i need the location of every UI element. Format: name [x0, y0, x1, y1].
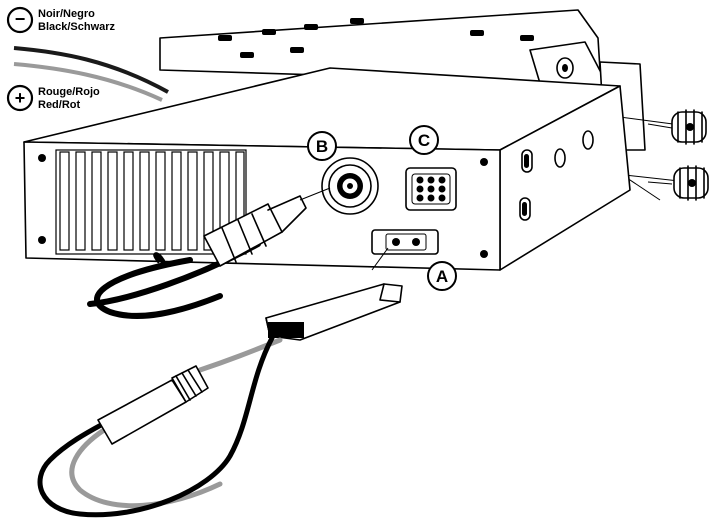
mounting-knob-lower [647, 165, 709, 201]
svg-text:B: B [316, 137, 328, 156]
bracket-slots [218, 18, 534, 58]
legend-negative: − Noir/Negro Black/Schwarz [6, 6, 169, 102]
antenna-cable [87, 187, 331, 320]
power-cable [37, 247, 403, 518]
panel-screws [38, 154, 488, 258]
minus-icon [6, 6, 34, 34]
legend-positive-line1: Rouge/Rojo [38, 86, 100, 98]
callout-b: B [307, 131, 337, 161]
plus-symbol: + [15, 88, 26, 108]
legend-positive-line2: Red/Rot [38, 99, 81, 111]
minus-symbol: − [15, 9, 26, 29]
legend: − Noir/Negro Black/Schwarz + Rouge/Rojo … [6, 6, 169, 112]
callout-c: C [409, 125, 439, 155]
legend-negative-line1: Noir/Negro [38, 8, 95, 20]
radio-unit [23, 67, 631, 271]
antenna-connector [321, 157, 379, 215]
fuse-holder [97, 365, 209, 445]
plus-icon [6, 84, 34, 112]
mounting-knob-upper [647, 109, 707, 145]
legend-negative-line2: Black/Schwarz [38, 21, 116, 33]
heatsink-fins [55, 149, 247, 255]
svg-text:A: A [436, 267, 448, 286]
gray-wire-sample [13, 62, 163, 102]
legend-positive: + Rouge/Rojo Red/Rot [6, 84, 100, 112]
black-wire-sample [13, 46, 169, 94]
svg-text:C: C [418, 131, 430, 150]
power-socket [371, 229, 439, 255]
side-vents [519, 130, 594, 221]
callout-a: A [427, 261, 457, 291]
accessory-connector [405, 167, 457, 211]
